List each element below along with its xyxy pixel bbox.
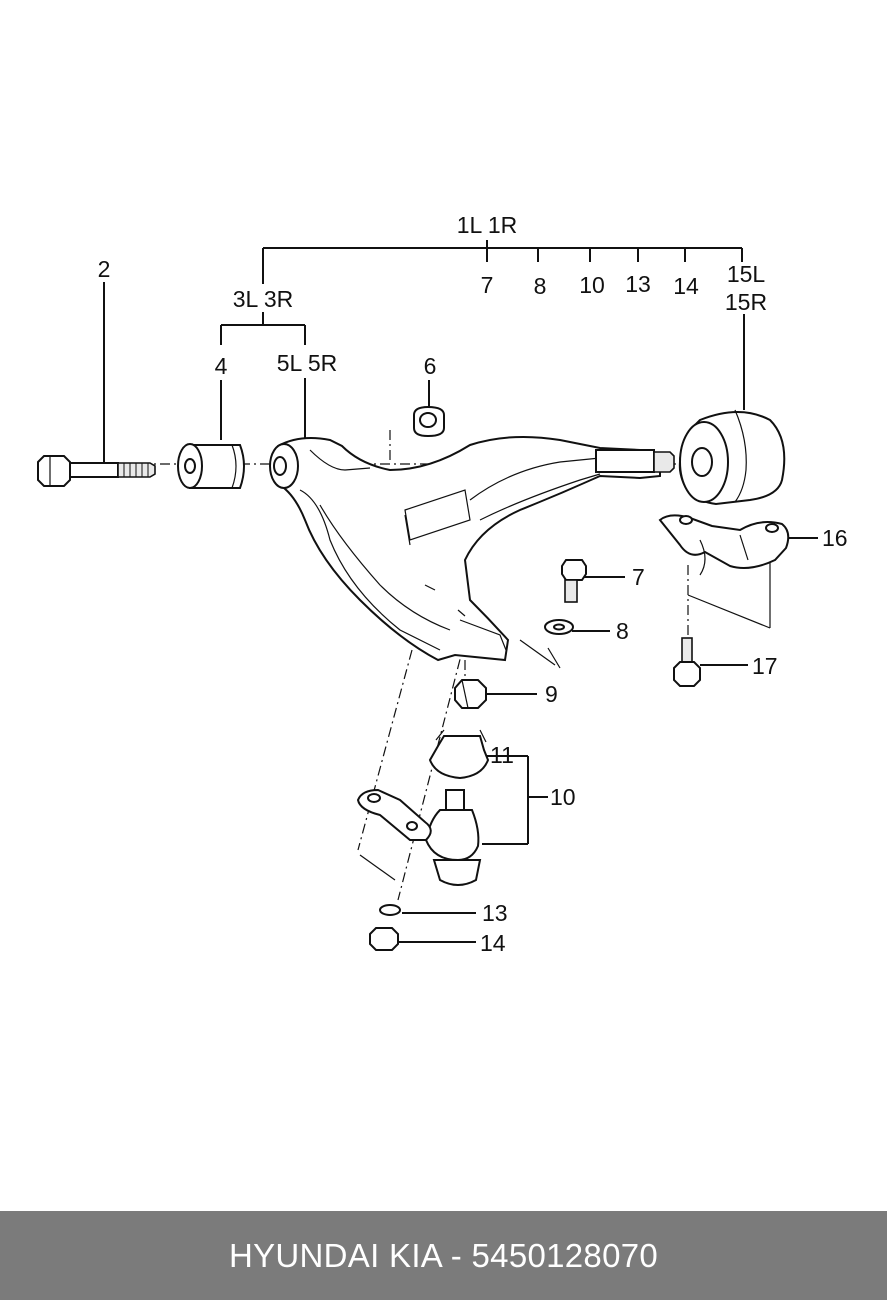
callout-14-group: 14 — [673, 273, 699, 299]
callout-6: 6 — [424, 353, 437, 379]
callout-13: 13 — [482, 900, 508, 926]
callout-3l-3r: 3L 3R — [233, 286, 294, 312]
callout-5l-5r: 5L 5R — [277, 350, 338, 376]
callout-8-group: 8 — [534, 273, 547, 299]
washer-part-13 — [379, 904, 401, 916]
bolt-part-2 — [37, 455, 156, 487]
callout-13-group: 13 — [625, 271, 651, 297]
bushing-part-15 — [678, 409, 786, 506]
nut-part-9 — [454, 679, 487, 709]
nut-part-14 — [369, 927, 399, 951]
callout-15r: 15R — [725, 289, 767, 315]
callout-4: 4 — [215, 353, 228, 379]
nut-part-17 — [673, 637, 701, 687]
callout-15l: 15L — [727, 261, 766, 287]
callout-10: 10 — [550, 784, 576, 810]
control-arm-part-1 — [269, 435, 675, 662]
callout-17: 17 — [752, 653, 778, 679]
parts-diagram: 1L 1R 2 3L 3R 4 5L 5R 6 7 8 10 13 14 15L… — [37, 212, 848, 956]
bolt-part-7 — [561, 559, 587, 603]
dust-boot-part-11 — [428, 729, 490, 780]
bracket-part-16 — [658, 514, 790, 576]
callout-8: 8 — [616, 618, 629, 644]
callout-1l-1r: 1L 1R — [457, 212, 518, 238]
callout-16: 16 — [822, 525, 848, 551]
bushing-part-4 — [177, 443, 245, 489]
callout-7: 7 — [632, 564, 645, 590]
footer-caption: HYUNDAI KIA - 5450128070 — [228, 1236, 659, 1274]
callout-2: 2 — [98, 256, 111, 282]
stopper-part-6 — [413, 405, 445, 438]
callout-9: 9 — [545, 681, 558, 707]
callout-labels: 1L 1R 2 3L 3R 4 5L 5R 6 7 8 10 13 14 15L… — [98, 212, 848, 956]
callout-11: 11 — [490, 742, 514, 768]
callout-14: 14 — [480, 930, 506, 956]
callout-leaders — [103, 240, 818, 943]
group-hooks — [359, 560, 771, 881]
callout-7-group: 7 — [481, 272, 494, 298]
callout-10-group: 10 — [579, 272, 605, 298]
washer-part-8 — [544, 619, 574, 635]
footer-bar: HYUNDAI KIA - 5450128070 — [0, 1211, 887, 1300]
ball-joint-part-10 — [356, 788, 482, 886]
